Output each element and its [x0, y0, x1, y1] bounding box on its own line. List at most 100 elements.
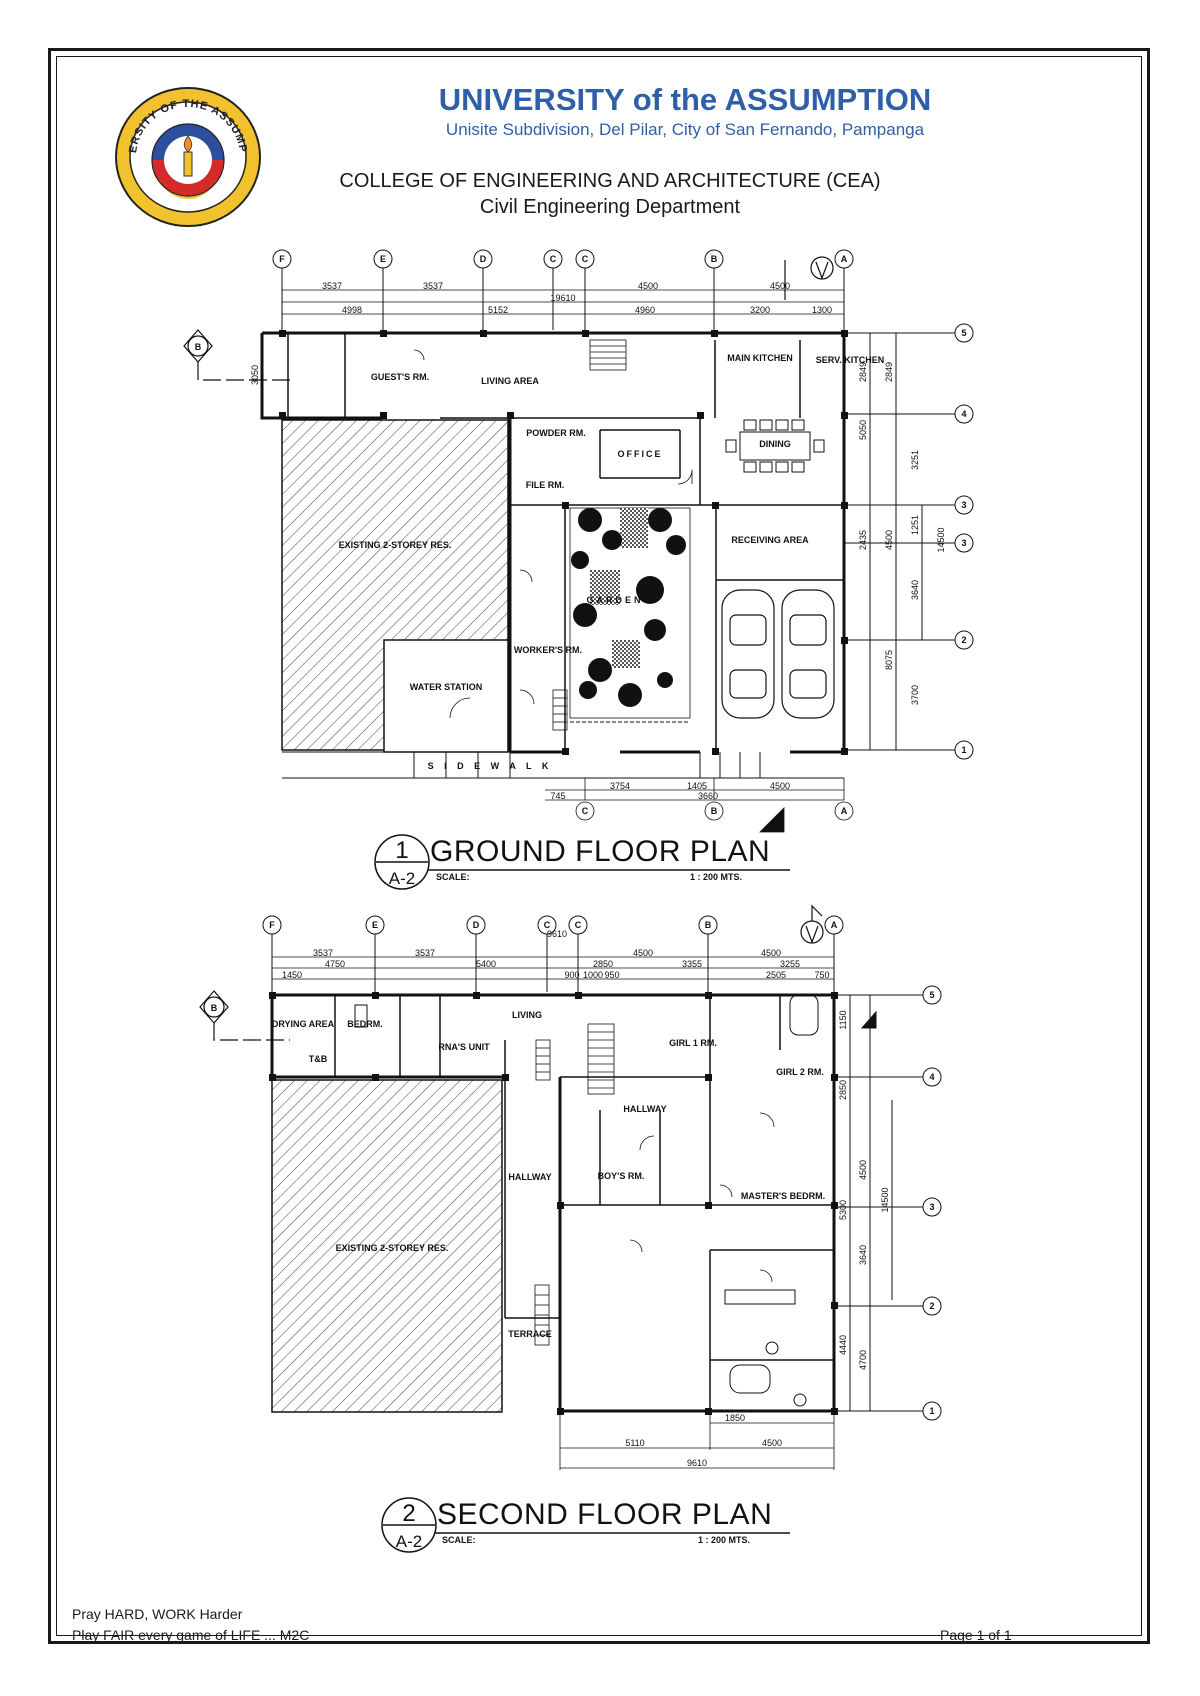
- door-swing-icon: [413, 349, 693, 719]
- room-label: MAIN KITCHEN: [727, 353, 793, 363]
- dimension-label: 2849: [858, 362, 868, 382]
- section-mark-label: B: [211, 1003, 218, 1013]
- second-grid-label: C: [544, 920, 551, 930]
- ground-grid-label: D: [480, 254, 487, 264]
- dimension-label: 5400: [476, 959, 496, 969]
- second-grid-label: C: [575, 920, 582, 930]
- room-label: BOY'S RM.: [598, 1171, 645, 1181]
- dimension-label: 4500: [638, 281, 658, 291]
- ground-floor-plan: F E D C C B A 3537 3537 19610 4500 4500 …: [183, 249, 974, 833]
- room-label: HALLWAY: [508, 1172, 551, 1182]
- dimension-label: 3640: [858, 1245, 868, 1265]
- second-grid-label: D: [473, 920, 480, 930]
- dimension-label: 3251: [910, 450, 920, 470]
- ground-grid-label: C: [550, 254, 557, 264]
- room-label: RECEIVING AREA: [731, 535, 809, 545]
- dimension-label: 4500: [633, 948, 653, 958]
- dimension-label: 1251: [910, 515, 920, 535]
- second-grid-right: [834, 985, 942, 1421]
- dimension-label: 5152: [488, 305, 508, 315]
- dimension-label: 8075: [884, 650, 894, 670]
- page-number: Page 1 of 1: [940, 1627, 1012, 1643]
- dimension-label: 1150: [838, 1010, 848, 1029]
- dimension-label: 3255: [780, 959, 800, 969]
- room-label: DINING: [759, 439, 791, 449]
- dimension-label: 4500: [770, 781, 790, 791]
- dimension-label: 4500: [858, 1160, 868, 1180]
- dimension-label: 950: [604, 970, 619, 980]
- ground-grid-top: [272, 249, 854, 330]
- room-label: BEDRM.: [347, 1019, 383, 1029]
- dimension-label: 4500: [761, 948, 781, 958]
- section-mark-label: B: [195, 342, 202, 352]
- room-label: WATER STATION: [410, 682, 483, 692]
- room-label: HALLWAY: [623, 1104, 666, 1114]
- room-label: LIVING AREA: [481, 376, 539, 386]
- room-label: SERV. KITCHEN: [816, 355, 885, 365]
- ground-stairs: [552, 339, 627, 731]
- second-grid-label: 1: [929, 1406, 934, 1416]
- dimension-label: 3660: [698, 791, 718, 801]
- second-grid-label: 2: [929, 1301, 934, 1311]
- ground-grid-label: A: [841, 254, 848, 264]
- dimension-label: 4998: [342, 305, 362, 315]
- dimension-label: 3355: [682, 959, 702, 969]
- room-label: T&B: [309, 1054, 328, 1064]
- dimension-label: 900: [564, 970, 579, 980]
- room-label: WORKER'S RM.: [514, 645, 582, 655]
- second-floor-title: SECOND FLOOR PLAN: [437, 1498, 773, 1531]
- dimension-label: 4960: [635, 305, 655, 315]
- dimension-label: 3754: [610, 781, 630, 791]
- footer-motto-line1: Pray HARD, WORK Harder: [72, 1606, 243, 1622]
- second-existing-residence: [271, 1079, 503, 1413]
- water-station-room: [383, 639, 509, 753]
- second-grid-label: 3: [929, 1202, 934, 1212]
- room-label: DRYING AREA: [272, 1019, 335, 1029]
- department-name: Civil Engineering Department: [479, 196, 741, 218]
- second-scale-label: SCALE:: [442, 1535, 476, 1545]
- second-scale-value: 1 : 200 MTS.: [698, 1535, 751, 1545]
- ground-grid-label: C: [582, 806, 589, 816]
- dimension-label: 1300: [812, 305, 832, 315]
- dimension-label: 3640: [910, 580, 920, 600]
- ground-dimension-lines: [282, 289, 844, 315]
- ground-scale-value: 1 : 200 MTS.: [690, 872, 743, 882]
- dimension-label: 1450: [282, 970, 302, 980]
- dimension-label: 19610: [550, 293, 575, 303]
- dimension-label: 750: [814, 970, 829, 980]
- room-label: POWDER RM.: [526, 428, 586, 438]
- dimension-label: 4500: [762, 1438, 782, 1448]
- bathroom-fixtures: [354, 994, 819, 1407]
- second-stairs: [534, 1023, 615, 1346]
- college-name: COLLEGE OF ENGINEERING AND ARCHITECTURE …: [339, 170, 881, 192]
- second-interior-walls: [334, 995, 834, 1411]
- dimension-label: 5110: [625, 1438, 644, 1448]
- dimension-label: 745: [550, 791, 565, 801]
- ground-grid-label: B: [711, 254, 718, 264]
- dimension-label: 3200: [750, 305, 770, 315]
- second-bottom-dims: [559, 1411, 835, 1470]
- room-label: EXISTING 2-STOREY RES.: [339, 540, 452, 550]
- room-label: TERRACE: [508, 1329, 552, 1339]
- ground-bottom-dims: [545, 778, 854, 833]
- room-label: RNA'S UNIT: [438, 1042, 490, 1052]
- ground-title-bubble: [374, 834, 790, 890]
- dimension-label: 4440: [838, 1335, 848, 1355]
- dimension-label: 3537: [322, 281, 342, 291]
- ground-floor-title: GROUND FLOOR PLAN: [430, 835, 771, 868]
- dimension-label: 3537: [313, 948, 333, 958]
- second-grid-label: F: [269, 920, 275, 930]
- ground-grid-label: 3: [961, 500, 966, 510]
- room-label: GIRL 1 RM.: [669, 1038, 717, 1048]
- dimension-label: 9610: [547, 929, 567, 939]
- dimension-label: 2435: [858, 530, 868, 550]
- second-section-mark: [199, 990, 290, 1041]
- sidewalk: [282, 751, 844, 779]
- dimension-label: 4500: [884, 530, 894, 550]
- second-floor-plan: F E D C C B A 3537 3537 9610 4500 4500 4…: [199, 904, 942, 1470]
- ground-grid-label: B: [711, 806, 718, 816]
- dining-table-icon: [725, 419, 825, 473]
- ground-interior-walls: [287, 333, 844, 752]
- room-label: LIVING: [512, 1010, 542, 1020]
